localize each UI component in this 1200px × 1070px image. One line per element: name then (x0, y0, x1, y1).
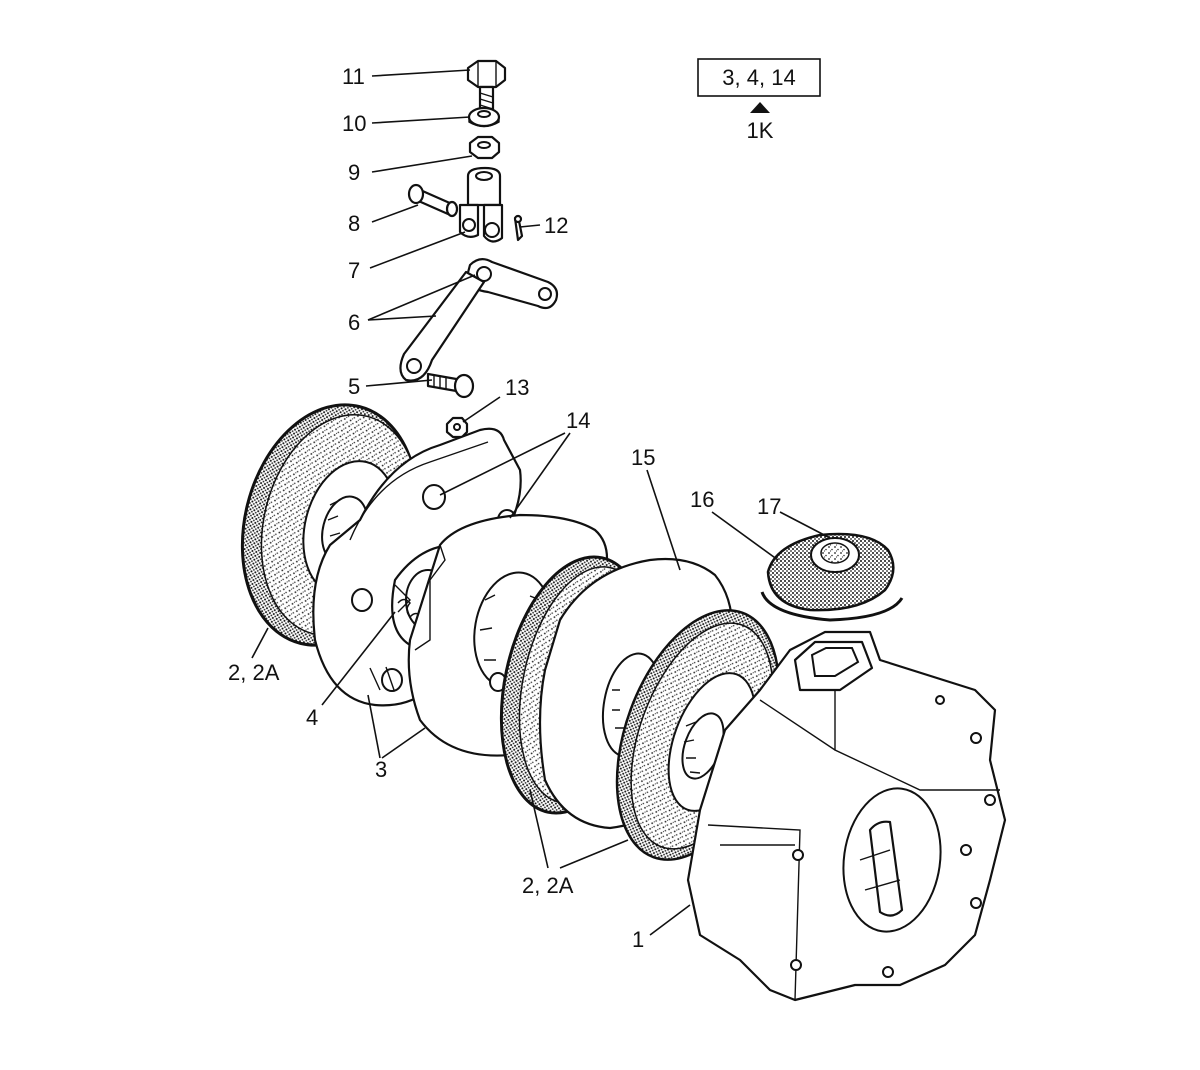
callout-2-2a-top: 2, 2A (228, 627, 280, 685)
part-10-washer (467, 106, 501, 128)
callout-1: 1 (632, 904, 691, 952)
svg-text:2, 2A: 2, 2A (228, 660, 280, 685)
callout-15: 15 (631, 445, 681, 571)
svg-text:8: 8 (348, 211, 360, 236)
callout-9: 9 (348, 155, 473, 185)
svg-text:13: 13 (505, 375, 529, 400)
callout-11: 11 (342, 64, 471, 89)
part-8-pin (407, 183, 459, 218)
svg-text:15: 15 (631, 445, 655, 470)
part-2-friction-disc-front (240, 403, 420, 647)
svg-text:17: 17 (757, 494, 781, 519)
part-13-nut (445, 416, 469, 439)
callout-8: 8 (348, 204, 419, 236)
svg-text:2, 2A: 2, 2A (522, 873, 574, 898)
part-6-levers (399, 258, 559, 382)
reference-target-label: 1K (747, 118, 774, 143)
part-4-spring (394, 584, 423, 619)
callout-4: 4 (306, 611, 396, 730)
svg-text:5: 5 (348, 374, 360, 399)
callout-13: 13 (462, 375, 529, 423)
part-16-17-cover (760, 532, 904, 622)
part-5-pivot-pin (426, 372, 475, 399)
svg-text:4: 4 (306, 705, 318, 730)
callout-3: 3 (367, 694, 426, 782)
reference-box-text: 3, 4, 14 (722, 65, 795, 90)
svg-text:6: 6 (348, 310, 360, 335)
svg-text:3: 3 (375, 757, 387, 782)
part-7-clevis (458, 166, 504, 243)
reference-box: 3, 4, 14 1K (697, 58, 821, 143)
part-12-cotter-pin (513, 214, 524, 242)
callout-5: 5 (348, 374, 433, 399)
callout-7: 7 (348, 231, 466, 283)
svg-text:9: 9 (348, 160, 360, 185)
svg-text:7: 7 (348, 258, 360, 283)
svg-text:10: 10 (342, 111, 366, 136)
svg-text:11: 11 (342, 64, 365, 89)
part-11-bolt (466, 59, 507, 111)
callout-14: 14 (439, 408, 590, 519)
callout-17: 17 (757, 494, 831, 539)
svg-text:14: 14 (566, 408, 590, 433)
svg-text:1: 1 (632, 927, 644, 952)
callout-2-2a-bottom: 2, 2A (522, 789, 629, 898)
svg-text:16: 16 (690, 487, 714, 512)
svg-text:12: 12 (544, 213, 568, 238)
part-1-housing (686, 630, 1007, 1002)
callout-10: 10 (342, 111, 471, 136)
part-9-nut (468, 135, 501, 160)
callout-12: 12 (519, 213, 568, 238)
callout-16: 16 (690, 487, 779, 561)
callout-6: 6 (348, 274, 476, 335)
reference-arrow-icon (750, 102, 770, 113)
